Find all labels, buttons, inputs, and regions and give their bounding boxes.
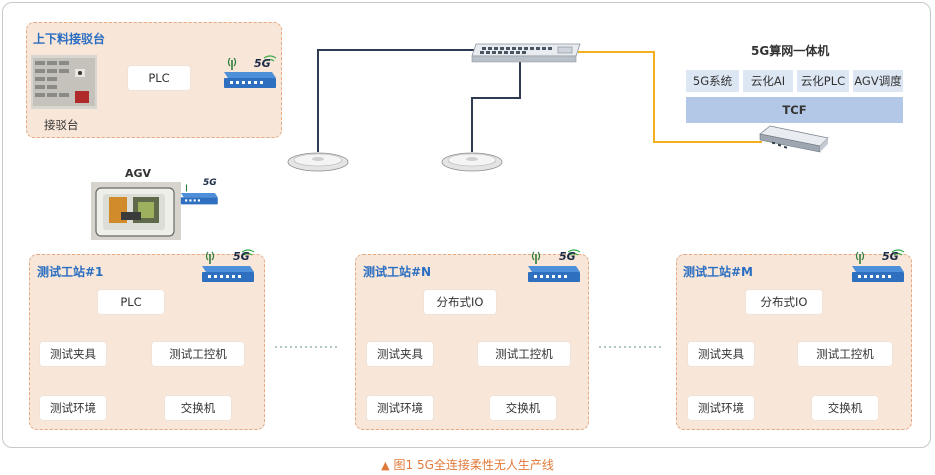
station-m-router-badge: 5G bbox=[882, 250, 899, 263]
station-1-fixture: 测试夹具 bbox=[40, 342, 106, 366]
agv-label: AGV bbox=[125, 167, 152, 180]
station-n-5g-router-icon bbox=[528, 249, 581, 282]
station-1-ipc: 测试工控机 bbox=[152, 342, 244, 366]
docking-station-photo-icon bbox=[31, 55, 97, 109]
access-point-1-icon bbox=[287, 152, 349, 172]
station-m-env: 测试环境 bbox=[688, 396, 754, 420]
station-m-controller: 分布式IO bbox=[746, 290, 822, 314]
docking-station-label: 接驳台 bbox=[44, 118, 79, 132]
agv-router-badge: 5G bbox=[203, 178, 217, 188]
core-switch-icon bbox=[471, 43, 581, 63]
station-1-title: 测试工站#1 bbox=[37, 265, 104, 279]
station-1-env: 测试环境 bbox=[40, 396, 106, 420]
station-n-router-badge: 5G bbox=[559, 250, 576, 263]
caption-triangle-icon: ▲ bbox=[381, 459, 390, 472]
link-switch-to-ap1 bbox=[317, 49, 475, 152]
loading-station-title: 上下料接驳台 bbox=[33, 32, 106, 46]
caption-text: 图1 5G全连接柔性无人生产线 bbox=[393, 458, 554, 472]
station-m-fixture: 测试夹具 bbox=[688, 342, 754, 366]
station-n-title: 测试工站#N bbox=[363, 265, 432, 279]
station-n-controller: 分布式IO bbox=[424, 290, 496, 314]
cloud-platform-tcf: TCF bbox=[686, 97, 903, 123]
station-m-ipc: 测试工控机 bbox=[798, 342, 892, 366]
figure-caption: ▲图1 5G全连接柔性无人生产线 bbox=[0, 456, 935, 473]
station-n-env: 测试环境 bbox=[367, 396, 433, 420]
station-1-5g-router-icon bbox=[202, 249, 255, 282]
station-n-switch: 交换机 bbox=[490, 396, 556, 420]
station-m-5g-router-icon bbox=[852, 249, 905, 282]
station-n-fixture: 测试夹具 bbox=[367, 342, 433, 366]
5g-router-icon bbox=[224, 55, 277, 88]
station-n-ipc: 测试工控机 bbox=[478, 342, 570, 366]
link-switch-to-cloud bbox=[578, 51, 762, 143]
station-1-controller: PLC bbox=[98, 290, 164, 314]
top-router-badge: 5G bbox=[254, 57, 271, 70]
top-plc-box: PLC bbox=[128, 66, 190, 90]
station-m-title: 测试工站#M bbox=[683, 265, 753, 279]
cloud-module-cloud-ai: 云化AI bbox=[743, 70, 793, 92]
agv-photo-icon bbox=[91, 182, 181, 240]
cloud-module-agv-dispatch: AGV调度 bbox=[853, 70, 903, 92]
station-m-switch: 交换机 bbox=[812, 396, 878, 420]
cloud-server-icon bbox=[759, 125, 829, 153]
station-1-switch: 交换机 bbox=[165, 396, 231, 420]
access-point-2-icon bbox=[441, 152, 503, 172]
cloud-title: 5G算网一体机 bbox=[751, 44, 830, 58]
cloud-module-cloud-plc: 云化PLC bbox=[797, 70, 849, 92]
station-1-router-badge: 5G bbox=[233, 250, 250, 263]
cloud-module-5g-system: 5G系统 bbox=[686, 70, 739, 92]
agv-5g-router-icon bbox=[180, 184, 218, 205]
link-switch-to-ap2 bbox=[471, 62, 521, 152]
